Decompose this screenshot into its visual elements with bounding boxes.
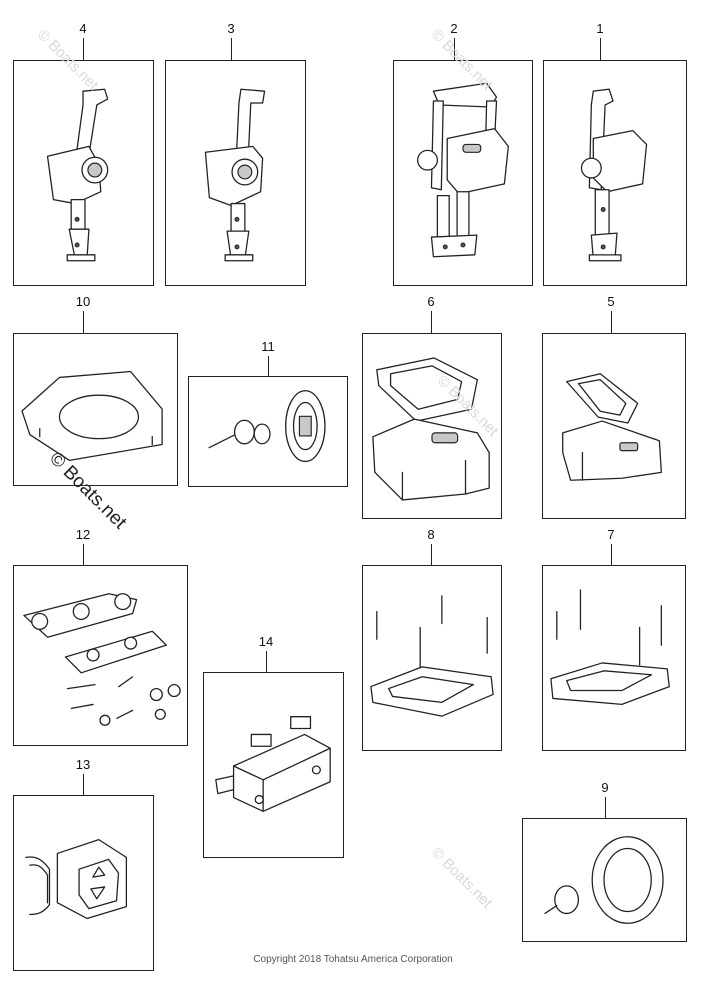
callout-number-13: 13 [75, 757, 91, 772]
gasket-cover [21, 370, 163, 461]
top-mount-cover-single [562, 373, 662, 481]
copyright-text: Copyright 2018 Tohatsu America Corporati… [253, 954, 453, 965]
leader-line [611, 311, 612, 333]
leader-line [605, 797, 606, 818]
part-9-box[interactable] [522, 818, 687, 942]
leader-line [83, 774, 84, 795]
single-lever-control-side-mount [46, 88, 109, 262]
bracket-and-hardware-kit [23, 593, 181, 726]
part-6-box[interactable] [362, 333, 502, 519]
callout-number-6: 6 [427, 294, 435, 309]
callout-number-8: 8 [427, 527, 435, 542]
leader-line [83, 311, 84, 333]
callout-number-4: 4 [79, 21, 87, 36]
watermark: © Boats.net [427, 844, 496, 912]
leader-line [600, 38, 601, 60]
leader-line [611, 544, 612, 565]
callout-number-2: 2 [450, 21, 458, 36]
callout-number-14: 14 [258, 634, 274, 649]
leader-line [83, 38, 84, 60]
part-5-box[interactable] [542, 333, 686, 519]
mounting-bolts-and-base-frame [370, 595, 494, 717]
knob-set [208, 390, 326, 463]
top-mount-cover-and-plate [372, 357, 490, 501]
callout-number-1: 1 [596, 21, 604, 36]
part-1-box[interactable] [543, 60, 687, 286]
callout-number-3: 3 [227, 21, 235, 36]
part-2-box[interactable] [393, 60, 533, 286]
leader-line [431, 544, 432, 565]
single-lever-control-flush-mount [204, 88, 266, 262]
leader-line [266, 651, 267, 672]
part-13-box[interactable] [13, 795, 154, 971]
callout-number-7: 7 [607, 527, 615, 542]
part-11-box[interactable] [188, 376, 348, 487]
trim-switch-with-wires [25, 838, 128, 920]
part-12-box[interactable] [13, 565, 188, 746]
leader-line [83, 544, 84, 565]
callout-number-12: 12 [75, 527, 91, 542]
callout-number-9: 9 [601, 780, 609, 795]
leader-line [231, 38, 232, 60]
callout-number-5: 5 [607, 294, 615, 309]
leader-line [268, 356, 269, 376]
part-3-box[interactable] [165, 60, 306, 286]
mounting-bolts-and-small-base-frame [550, 589, 670, 705]
leader-line [431, 311, 432, 333]
part-14-box[interactable] [203, 672, 344, 858]
micro-switch [215, 716, 331, 812]
callout-number-10: 10 [75, 294, 91, 309]
leader-line [454, 38, 455, 60]
knob-and-ring [544, 836, 664, 924]
single-lever-top-mount-control [580, 88, 648, 262]
part-4-box[interactable] [13, 60, 154, 286]
callout-number-11: 11 [261, 339, 275, 354]
part-7-box[interactable] [542, 565, 686, 751]
part-10-box[interactable] [13, 333, 178, 486]
part-8-box[interactable] [362, 565, 502, 751]
dual-lever-top-mount-control [417, 82, 509, 258]
